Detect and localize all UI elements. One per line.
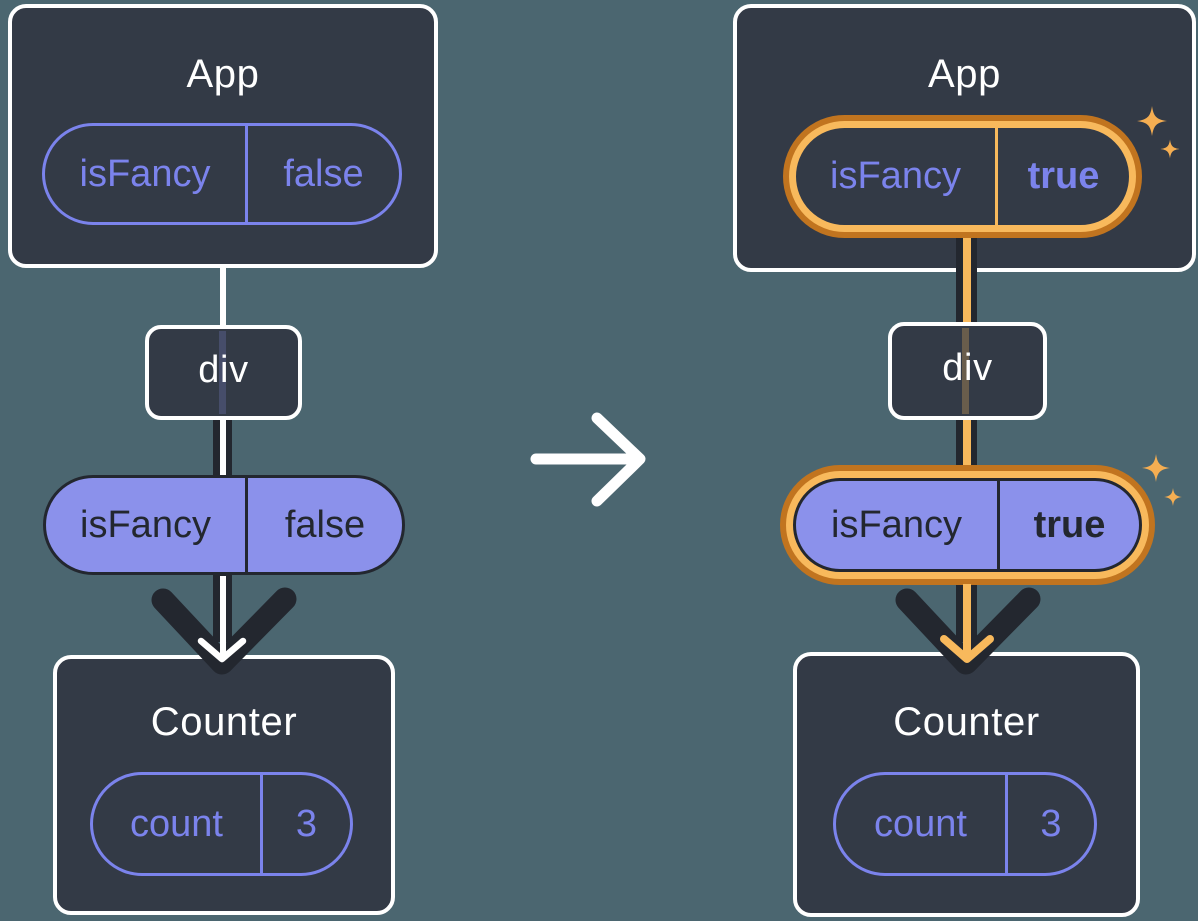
before-div-label: div — [198, 349, 249, 391]
prop-value: true — [1027, 155, 1100, 197]
after-div-label: div — [942, 347, 993, 389]
pill-divider — [995, 128, 998, 225]
after-arrow-tip-icon — [940, 635, 994, 663]
prop-value: false — [283, 152, 364, 195]
prop-value: false — [284, 503, 366, 546]
state-value: 3 — [1040, 802, 1062, 845]
after-arrowhead-icon — [895, 587, 1041, 675]
prop-name: isFancy — [830, 155, 961, 197]
pill-divider — [260, 775, 263, 873]
before-prop-flow-core-lower — [220, 576, 226, 658]
before-arrowhead-icon — [151, 587, 297, 675]
after-counter-title: Counter — [893, 700, 1040, 744]
before-counter-state-pill: count 3 — [90, 772, 353, 876]
sparkle-icon — [1142, 454, 1182, 506]
transition-right-arrow-icon — [530, 412, 646, 507]
after-div-inner-line — [962, 328, 969, 414]
before-app-prop-pill: isFancy false — [42, 123, 402, 225]
before-app-title: App — [186, 52, 260, 96]
prop-name: isFancy — [80, 503, 211, 546]
state-value: 3 — [295, 802, 318, 845]
before-div-inner-line — [219, 331, 226, 414]
after-div-card — [888, 322, 1047, 420]
pill-divider — [245, 478, 248, 572]
after-app-title: App — [928, 52, 1001, 96]
sparkle-icon — [1137, 106, 1180, 159]
before-counter-title: Counter — [150, 700, 298, 744]
state-name: count — [874, 802, 967, 845]
prop-value: true — [1033, 503, 1106, 546]
before-arrow-tip-icon — [197, 637, 247, 663]
prop-name: isFancy — [79, 152, 211, 195]
prop-name: isFancy — [831, 503, 962, 546]
pill-divider — [245, 126, 248, 222]
before-prop-flow-core-upper — [220, 420, 226, 502]
before-passed-prop-pill: isFancy false — [43, 475, 405, 575]
pill-divider — [997, 481, 1000, 569]
before-div-card — [145, 325, 302, 420]
before-app-div-connector — [220, 266, 226, 328]
pill-divider — [1005, 775, 1008, 873]
after-counter-state-pill: count 3 — [833, 772, 1097, 876]
after-prop-flow-core-lower — [963, 584, 971, 658]
state-name: count — [130, 802, 223, 845]
after-passed-prop-pill-highlighted: isFancy true — [793, 478, 1142, 572]
after-app-prop-pill-highlighted: isFancy true — [789, 121, 1136, 232]
